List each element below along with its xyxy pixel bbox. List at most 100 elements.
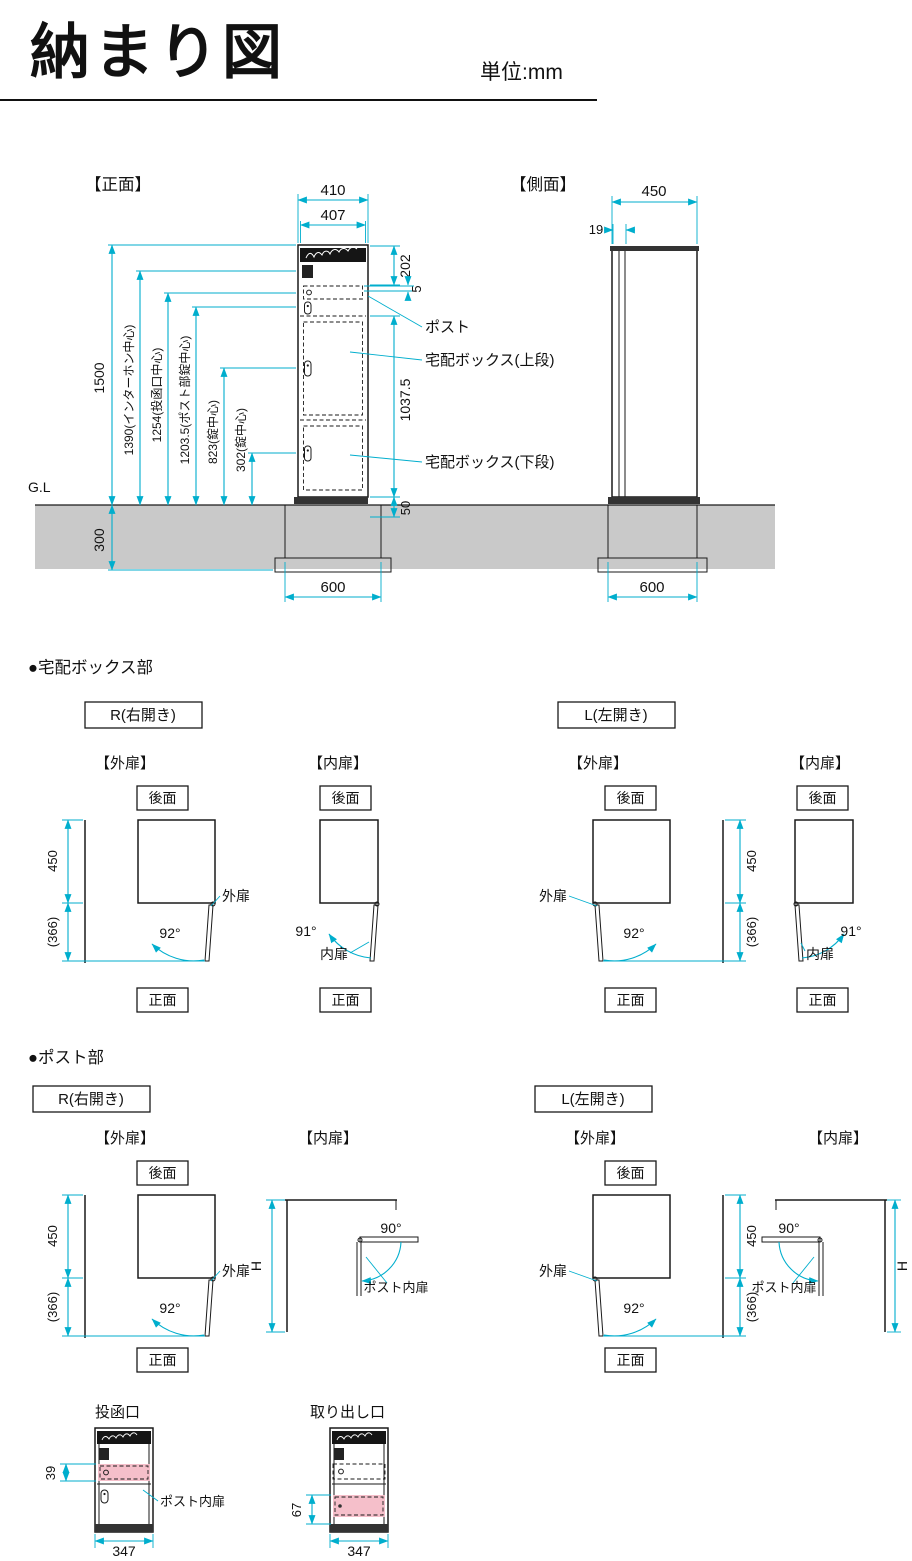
swing-arc [603, 1318, 657, 1337]
svg-text:R(右開き): R(右開き) [110, 707, 176, 724]
side-dimensions: 450 19 600 [589, 183, 698, 602]
svg-text:ポスト内扉: ポスト内扉 [751, 1280, 816, 1295]
dim-1500: 1500 [91, 362, 107, 393]
post-section-heading: ●ポスト部 [28, 1048, 104, 1067]
svg-text:後面: 後面 [149, 1165, 177, 1181]
delivery-r-inner: 【内扉】 後面 91° 内扉 正面 [295, 755, 380, 1013]
svg-text:後面: 後面 [809, 790, 837, 806]
svg-text:L(左開き): L(左開き) [561, 1091, 624, 1108]
post-right-label: R(右開き) [32, 1085, 151, 1113]
dim-600-side: 600 [639, 579, 664, 596]
dim-1037: 1037.5 [397, 378, 413, 421]
lower-box-callout: 宅配ボックス(下段) [425, 454, 555, 471]
svg-text:39: 39 [43, 1466, 58, 1480]
post-r-inner: 【内扉】 90° ポスト内扉 H [248, 1130, 429, 1333]
post-l-outer: 【外扉】 後面 92° 外扉 正面 450 (366) [539, 1130, 759, 1373]
svg-text:90°: 90° [778, 1220, 799, 1236]
dim-302: 302(錠中心) [233, 408, 248, 472]
door-panel [204, 1279, 214, 1337]
title-underline [0, 99, 597, 101]
mail-slot-cabinet [94, 1427, 154, 1533]
delivery-l-inner: 【内扉】 後面 91° 内扉 正面 [790, 755, 862, 1013]
ground-level-label: G.L [28, 479, 51, 495]
page-title: 納まり図 [30, 19, 286, 86]
side-cabinet [608, 246, 700, 504]
inner-door-callout: ポスト内扉 [160, 1494, 225, 1509]
unit-label: 単位:mm [480, 61, 563, 84]
svg-text:正面: 正面 [149, 1352, 177, 1368]
delivery-left-label: L(左開き) [557, 701, 676, 729]
swing-arc [778, 1241, 819, 1285]
upper-box-callout: 宅配ボックス(上段) [425, 352, 555, 369]
svg-text:(366): (366) [744, 917, 759, 947]
swing-arc [151, 1318, 205, 1337]
side-foundation [597, 504, 708, 573]
dim-5: 5 [409, 285, 424, 292]
svg-text:内扉: 内扉 [806, 946, 834, 962]
svg-text:【内扉】: 【内扉】 [298, 1130, 358, 1147]
svg-text:外扉: 外扉 [222, 888, 250, 904]
mail-slot-dimensions: 39 ポスト内扉 347 [43, 1463, 225, 1559]
door-panel [794, 904, 804, 962]
svg-text:91°: 91° [295, 923, 316, 939]
post-callout: ポスト [425, 319, 470, 336]
svg-text:【外扉】: 【外扉】 [95, 1130, 155, 1147]
swing-arc [151, 943, 205, 962]
pickup-title: 取り出し口 [310, 1404, 385, 1421]
svg-text:90°: 90° [380, 1220, 401, 1236]
svg-text:正面: 正面 [617, 1352, 645, 1368]
svg-text:L(左開き): L(左開き) [584, 707, 647, 724]
dim-1203: 1203.5(ポスト部錠中心) [177, 336, 192, 465]
svg-text:後面: 後面 [617, 1165, 645, 1181]
pickup-dimensions: 67 347 [289, 1494, 389, 1559]
dim-19: 19 [589, 222, 603, 237]
flap-open [761, 1236, 821, 1243]
svg-text:H: H [248, 1261, 264, 1271]
delivery-l-outer: 【外扉】 後面 92° 外扉 正面 450 (366) [539, 755, 759, 1013]
svg-text:450: 450 [744, 850, 759, 872]
dim-450-side: 450 [641, 183, 666, 200]
svg-text:91°: 91° [840, 923, 861, 939]
pickup-cabinet [329, 1427, 389, 1533]
svg-text:(366): (366) [744, 1292, 759, 1322]
post-r-outer: 【外扉】 後面 92° 外扉 正面 450 (366) [45, 1130, 250, 1373]
post-left-label: L(左開き) [534, 1085, 653, 1113]
front-dimensions: 410 407 202 5 1037.5 50 [91, 182, 424, 602]
dim-202: 202 [397, 254, 413, 278]
post-section: ●ポスト部 R(右開き) L(左開き) 【外扉】 後面 92° [28, 1048, 910, 1373]
svg-text:【内扉】: 【内扉】 [808, 1130, 868, 1147]
svg-text:後面: 後面 [149, 790, 177, 806]
svg-text:外扉: 外扉 [539, 1263, 567, 1279]
door-panel [594, 904, 604, 962]
pickup-detail: 取り出し口 67 3 [289, 1404, 389, 1559]
dim-1254: 1254(投函口中心) [149, 348, 164, 443]
delivery-section-heading: ●宅配ボックス部 [28, 658, 153, 677]
dim-600-front: 600 [320, 579, 345, 596]
dim-300: 300 [91, 528, 107, 552]
svg-text:450: 450 [744, 1225, 759, 1247]
swing-arc [328, 933, 372, 959]
svg-text:92°: 92° [159, 925, 180, 941]
mail-slot-opening [99, 1465, 149, 1480]
side-view: 【側面】 450 19 600 [510, 175, 708, 602]
dim-407: 407 [320, 207, 345, 224]
front-view: 【正面】 [28, 175, 555, 602]
svg-text:正面: 正面 [332, 992, 360, 1008]
flap-open [359, 1236, 419, 1243]
dim-823: 823(錠中心) [205, 400, 220, 464]
svg-text:後面: 後面 [617, 790, 645, 806]
swing-arc [603, 943, 657, 962]
technical-diagram: 【正面】 [28, 175, 910, 1559]
dim-410: 410 [320, 182, 345, 199]
svg-text:R(右開き): R(右開き) [58, 1091, 124, 1108]
svg-text:450: 450 [45, 850, 60, 872]
mail-slot-detail: 投函口 39 ポスト内扉 [43, 1404, 225, 1559]
front-cabinet [294, 244, 369, 504]
svg-text:ポスト内扉: ポスト内扉 [363, 1280, 428, 1295]
svg-text:【外扉】: 【外扉】 [95, 755, 155, 772]
svg-text:92°: 92° [623, 1300, 644, 1316]
mail-slot-title: 投函口 [95, 1404, 140, 1421]
svg-text:【内扉】: 【内扉】 [790, 755, 850, 772]
svg-text:正面: 正面 [617, 992, 645, 1008]
side-view-label: 【側面】 [510, 175, 576, 194]
